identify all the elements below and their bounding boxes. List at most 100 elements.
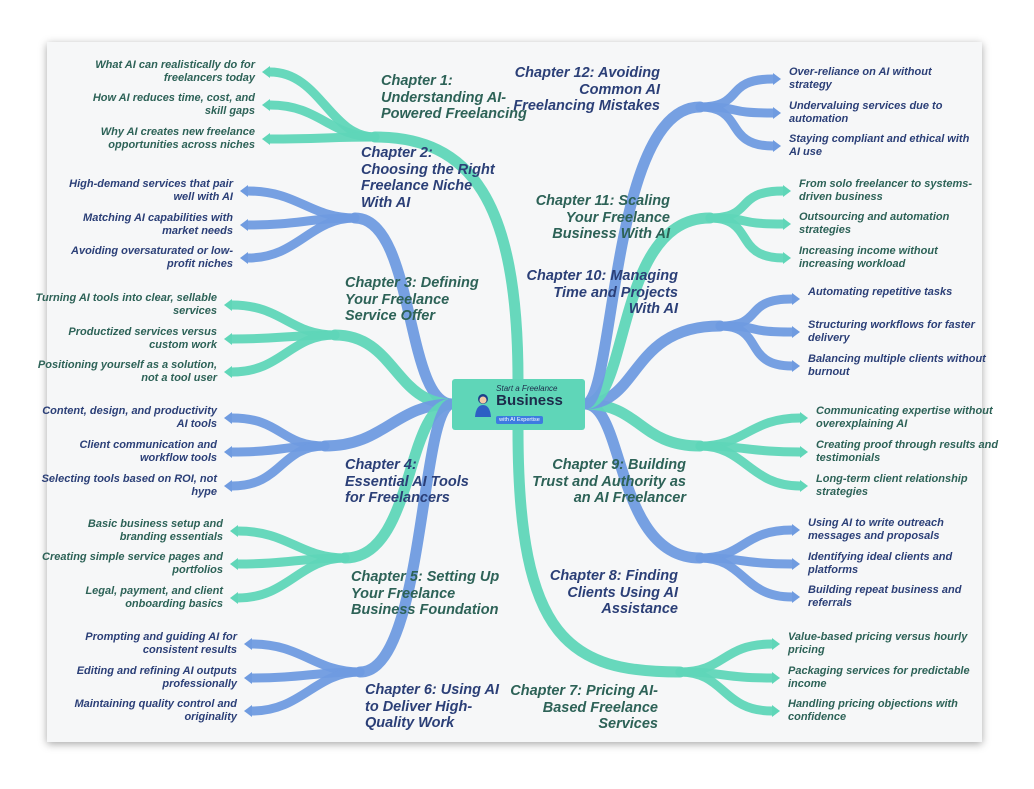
arrowhead-icon [224, 412, 232, 424]
arrowhead-icon [773, 140, 781, 152]
subtopic-item: Creating proof through results and testi… [816, 439, 999, 464]
chapter-3-branch [227, 300, 340, 340]
chapter-4-branch [227, 441, 330, 491]
subtopic-item: Matching AI capabilities with market nee… [83, 212, 233, 237]
arrowhead-icon [240, 252, 248, 264]
subtopic-item: Over-reliance on AI without strategy [789, 66, 932, 91]
arrowhead-icon [262, 66, 270, 78]
chapter-2-title: Chapter 2: Choosing the Right Freelance … [361, 145, 495, 212]
subtopic-item: From solo freelancer to systems-driven b… [799, 178, 973, 203]
subtopic-item: Editing and refining AI outputs professi… [76, 665, 237, 690]
subtopic-item: Handling pricing objections with confide… [788, 698, 958, 723]
subtopic-item: Creating simple service pages and portfo… [42, 551, 223, 576]
arrowhead-icon [244, 672, 252, 684]
chapter-3-branch [227, 330, 340, 377]
chapter-6-branch [247, 667, 365, 716]
arrowhead-icon [783, 218, 791, 230]
subtopic-item: Legal, payment, and client onboarding ba… [85, 585, 223, 610]
chapter-6-branch [247, 639, 365, 677]
logo-line-3: with AI Expertise [496, 415, 543, 424]
subtopic-item: Value-based pricing versus hourly pricin… [788, 631, 968, 656]
chapter-2-trunk [349, 212, 458, 410]
freelancer-avatar-icon [474, 393, 492, 417]
subtopic-item: Undervaluing services due to automation [789, 100, 943, 125]
chapter-1-branch [265, 132, 380, 144]
arrowhead-icon [772, 638, 780, 650]
chapter-1-title: Chapter 1: Understanding AI-Powered Free… [381, 73, 527, 123]
arrowhead-icon [773, 107, 781, 119]
subtopic-item: Basic business setup and branding essent… [87, 518, 223, 543]
arrowhead-icon [800, 412, 808, 424]
arrowhead-icon [792, 524, 800, 536]
chapter-9-title: Chapter 9: Building Trust and Authority … [532, 457, 686, 507]
chapter-10-branch [715, 321, 797, 371]
arrowhead-icon [792, 591, 800, 603]
arrowhead-icon [772, 672, 780, 684]
central-node-logo: Start a Freelance Business with AI Exper… [452, 379, 585, 430]
arrowhead-icon [792, 293, 800, 305]
subtopic-item: Balancing multiple clients without burno… [808, 353, 986, 378]
chapter-12-trunk [579, 101, 706, 410]
subtopic-item: Automating repetitive tasks [808, 286, 953, 298]
arrowhead-icon [230, 592, 238, 604]
subtopic-item: Selecting tools based on ROI, not hype [41, 473, 217, 498]
subtopic-item: Using AI to write outreach messages and … [808, 517, 944, 542]
chapter-9-branch [695, 413, 805, 451]
subtopic-item: Communicating expertise without overexpl… [816, 405, 993, 430]
subtopic-item: Increasing income without increasing wor… [799, 245, 938, 270]
chapter-7-branch [675, 667, 777, 716]
arrowhead-icon [244, 705, 252, 717]
subtopic-item: Avoiding oversaturated or low-profit nic… [71, 245, 233, 270]
subtopic-item: Prompting and guiding AI for consistent … [85, 631, 237, 656]
arrowhead-icon [240, 219, 248, 231]
chapter-4-title: Chapter 4: Essential AI Tools for Freela… [345, 457, 469, 507]
logo-line-2: Business [496, 391, 563, 409]
subtopic-item: Turning AI tools into clear, sellable se… [35, 292, 217, 317]
subtopic-item: Identifying ideal clients and platforms [808, 551, 953, 576]
subtopic-item: What AI can realistically do for freelan… [95, 59, 255, 84]
chapter-1-trunk [369, 131, 524, 386]
subtopic-item: Structuring workflows for faster deliver… [808, 319, 975, 344]
subtopic-item: Outsourcing and automation strategies [799, 211, 950, 236]
arrowhead-icon [792, 326, 800, 338]
arrowhead-icon [800, 446, 808, 458]
arrowhead-icon [244, 638, 252, 650]
logo-line-1: Start a Freelance [496, 383, 558, 393]
arrowhead-icon [773, 73, 781, 85]
chapter-10-title: Chapter 10: Managing Time and Projects W… [526, 268, 678, 318]
chapter-12-title: Chapter 12: Avoiding Common AI Freelanci… [513, 65, 660, 115]
chapter-1-branch [265, 100, 380, 142]
arrowhead-icon [792, 360, 800, 372]
chapter-8-branch [695, 553, 797, 602]
chapter-5-title: Chapter 5: Setting Up Your Freelance Bus… [351, 569, 500, 619]
arrowhead-icon [224, 480, 232, 492]
chapter-2-branch [243, 213, 360, 263]
arrowhead-icon [792, 558, 800, 570]
subtopic-item: Content, design, and productivity AI too… [42, 405, 217, 430]
chapter-12-branch [695, 102, 778, 151]
arrowhead-icon [224, 299, 232, 311]
subtopic-item: Productized services versus custom work [68, 326, 217, 351]
subtopic-item: Why AI creates new freelance opportuniti… [100, 126, 255, 151]
subtopic-item: Maintaining quality control and original… [74, 698, 237, 723]
arrowhead-icon [224, 333, 232, 345]
subtopic-item: Long-term client relationship strategies [816, 473, 968, 498]
chapter-7-trunk [512, 424, 686, 678]
subtopic-item: Positioning yourself as a solution, not … [37, 359, 217, 384]
chapter-3-title: Chapter 3: Defining Your Freelance Servi… [345, 275, 479, 325]
chapter-11-title: Chapter 11: Scaling Your Freelance Busin… [535, 193, 670, 243]
subtopic-item: High-demand services that pair well with… [69, 178, 233, 203]
arrowhead-icon [800, 480, 808, 492]
chapter-5-branch [233, 553, 350, 603]
chapter-5-trunk [339, 398, 458, 564]
arrowhead-icon [783, 185, 791, 197]
arrowhead-icon [230, 558, 238, 570]
chapter-11-branch [705, 213, 788, 263]
chapter-7-title: Chapter 7: Pricing AI-Based Freelance Se… [510, 683, 658, 733]
subtopic-item: Packaging services for predictable incom… [788, 665, 970, 690]
chapter-6-title: Chapter 6: Using AI to Deliver High-Qual… [365, 682, 500, 732]
arrowhead-icon [262, 99, 270, 111]
arrowhead-icon [224, 366, 232, 378]
arrowhead-icon [783, 252, 791, 264]
chapter-8-title: Chapter 8: Finding Clients Using AI Assi… [549, 568, 678, 618]
